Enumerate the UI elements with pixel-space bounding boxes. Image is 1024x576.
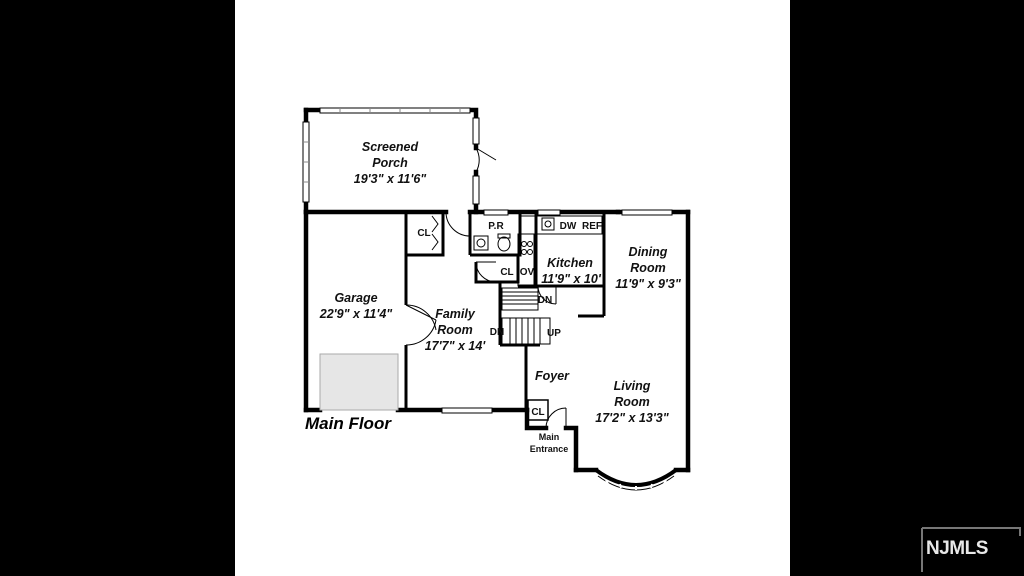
dishwasher-label: DW: [560, 221, 577, 232]
kitchen-dims: 11'9" x 10': [541, 272, 602, 286]
stairs-down-lower-label: DN: [490, 327, 504, 338]
family-dims: 17'7" x 14': [425, 339, 487, 353]
stairs-up-label: UP: [547, 328, 561, 339]
foyer-wall-left: [524, 407, 549, 431]
entrance-label-1: Main: [539, 432, 560, 442]
floor-title: Main Floor: [305, 414, 391, 433]
right-letterbox: [790, 0, 1024, 576]
garage-door: [319, 353, 399, 411]
kitchen-name: Kitchen: [547, 256, 593, 270]
windows: [302, 107, 673, 414]
family-name-1: Family: [435, 307, 476, 321]
closet-foyer-label: CL: [531, 407, 544, 418]
oven-label: OV: [520, 267, 535, 278]
fixture-labels: CL P.R DW REF CL OV DN DN UP CL Main Ent…: [417, 221, 602, 454]
garage-name: Garage: [334, 291, 377, 305]
garage-dims: 22'9" x 11'4": [319, 307, 394, 321]
watermark-frame-icon: [921, 527, 1021, 572]
refrigerator-label: REF: [582, 221, 602, 232]
foyer-closet: [527, 399, 549, 421]
stairs: [501, 287, 551, 345]
kitchen-counters: [517, 215, 603, 287]
dining-dims: 11'9" x 9'3": [615, 277, 682, 291]
living-name-2: Room: [614, 395, 649, 409]
stairs-down-upper-label: DN: [538, 295, 552, 306]
floor-plan-drawing: Screened Porch 19'3" x 11'6" Garage 22'9…: [302, 107, 691, 491]
porch-dims: 19'3" x 11'6": [354, 172, 428, 186]
watermark-text: NJMLS: [926, 538, 988, 559]
foyer-name: Foyer: [535, 369, 570, 383]
njmls-watermark: NJMLS: [918, 524, 1024, 576]
dining-name-1: Dining: [629, 245, 668, 259]
room-labels: Screened Porch 19'3" x 11'6" Garage 22'9…: [319, 140, 682, 425]
porch-name-2: Porch: [372, 156, 408, 170]
living-dims: 17'2" x 13'3": [595, 411, 669, 425]
family-name-2: Room: [437, 323, 472, 337]
floor-plan-canvas: Screened Porch 19'3" x 11'6" Garage 22'9…: [235, 0, 790, 576]
closet-center-label: CL: [500, 267, 513, 278]
doors: [405, 147, 567, 429]
living-name-1: Living: [614, 379, 651, 393]
powder-room-fixtures: [473, 233, 511, 252]
powder-room-label: P.R: [488, 221, 504, 232]
porch-name-1: Screened: [362, 140, 419, 154]
dining-name-2: Room: [630, 261, 665, 275]
left-letterbox: [0, 0, 235, 576]
closet-garage-label: CL: [417, 228, 430, 239]
entrance-label-2: Entrance: [530, 444, 569, 454]
bay-window: [594, 468, 678, 491]
foyer-wall-right: [563, 425, 579, 473]
